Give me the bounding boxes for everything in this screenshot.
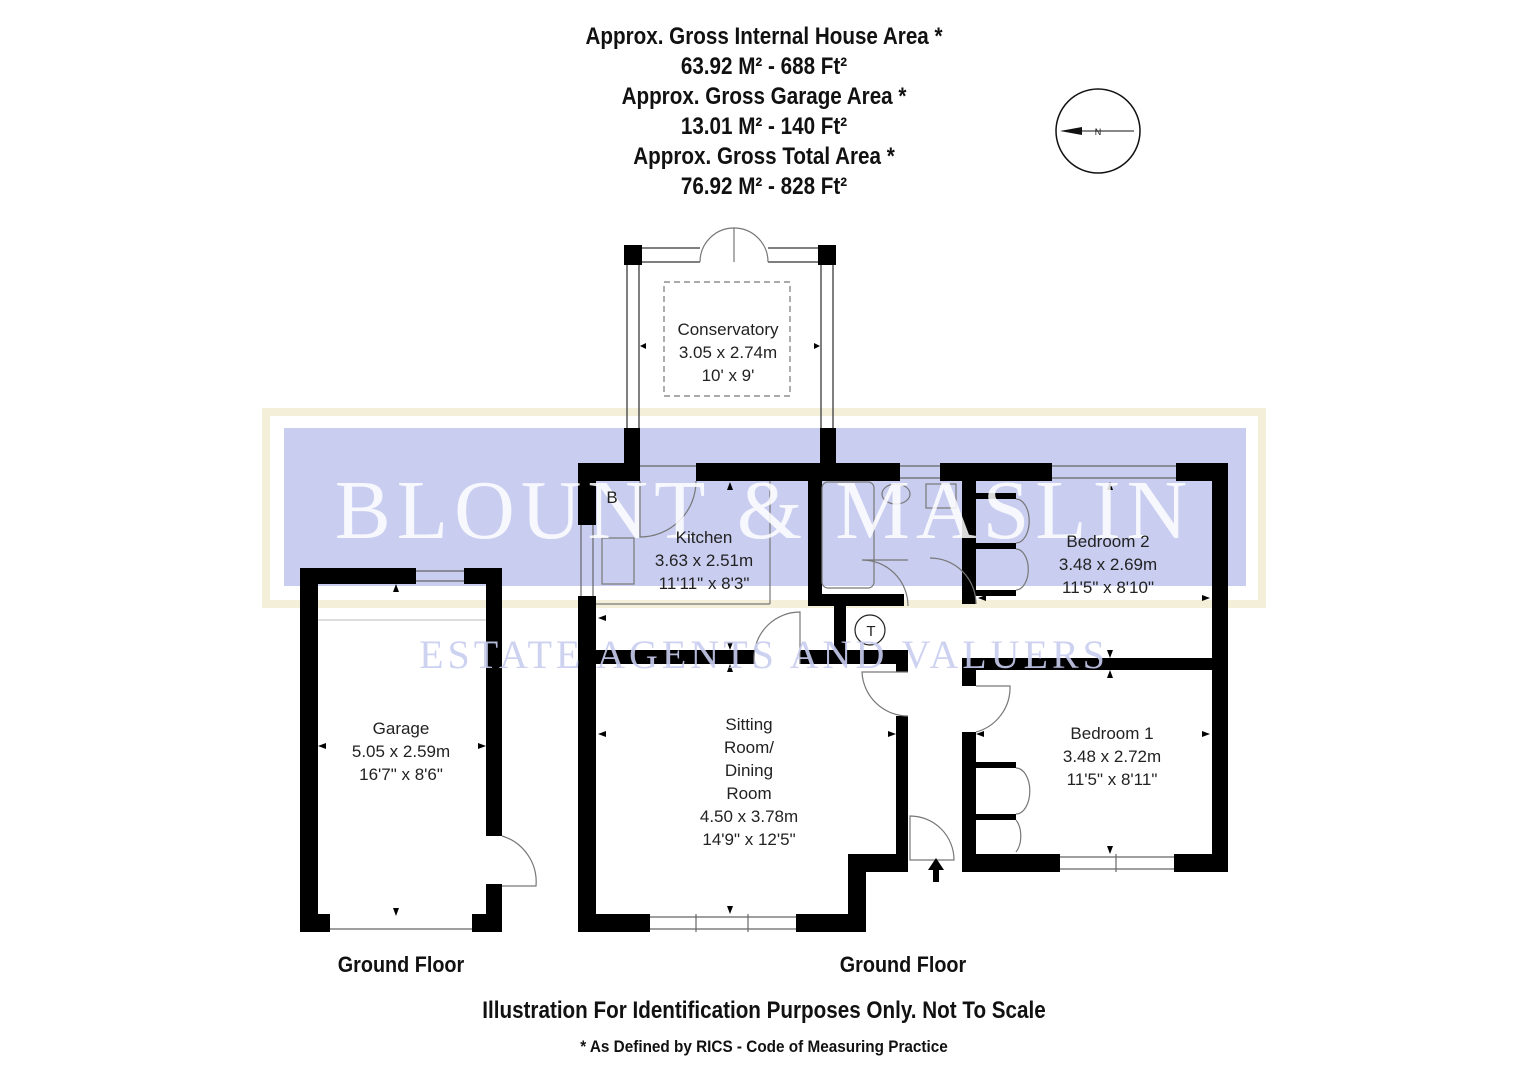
- rics-note: * As Defined by RICS - Code of Measuring…: [580, 1037, 948, 1056]
- entrance-arrow-icon: [928, 858, 944, 882]
- french-door-right: [733, 227, 769, 263]
- room-imperial: 16'7" x 8'6": [359, 765, 443, 784]
- house-area-value: 63.92 M² - 688 Ft²: [680, 53, 848, 80]
- room-name-line1: Sitting: [725, 715, 773, 734]
- sitting-room-label: Sitting Room/ Dining Room 4.50 x 3.78m 1…: [700, 713, 798, 851]
- dimension-arrows: [318, 343, 1210, 916]
- doors-and-fixtures: [596, 480, 1031, 861]
- watermark-brand: BLOUNT & MASLIN: [335, 464, 1193, 557]
- watermark: [262, 408, 1266, 608]
- garage-side-door: [501, 835, 537, 887]
- roof-outline: [663, 281, 791, 397]
- room-name-line4: Room: [726, 784, 772, 803]
- watermark-panel: [284, 428, 1246, 586]
- boiler-marker: B: [606, 488, 618, 507]
- total-area-value: 76.92 M² - 828 Ft²: [680, 173, 848, 200]
- garage-area-value: 13.01 M² - 140 Ft²: [680, 113, 848, 140]
- total-area-title: Approx. Gross Total Area *: [633, 143, 895, 170]
- room-name: Bedroom 1: [1070, 724, 1154, 743]
- toilet-icon: [925, 483, 957, 509]
- garage-floor-label: Ground Floor: [337, 952, 465, 977]
- front-door: [909, 815, 955, 861]
- sink-icon: [601, 537, 635, 585]
- room-imperial: 14'9" x 12'5": [702, 830, 796, 849]
- wardrobe-doors-1: [1015, 767, 1031, 853]
- house-walls: [578, 463, 1228, 932]
- room-name: Kitchen: [675, 528, 733, 547]
- tank-marker: T: [866, 623, 876, 640]
- garage: [300, 568, 537, 932]
- room-imperial: 11'11" x 8'3": [658, 574, 750, 593]
- wardrobe-doors-2: [1015, 498, 1030, 591]
- room-name: Conservatory: [677, 320, 779, 339]
- bedroom1-door: [975, 685, 1011, 733]
- compass-letter: N: [1095, 127, 1102, 137]
- room-metric: 5.05 x 2.59m: [351, 742, 451, 761]
- room-imperial: 11'5" x 8'10": [1062, 578, 1154, 597]
- french-door-left: [699, 227, 735, 263]
- room-name-line3: Dining: [724, 761, 774, 780]
- watermark-tagline: ESTATE AGENTS AND VALUERS: [419, 632, 1109, 677]
- basin-icon: [881, 483, 911, 505]
- bedroom2-door: [929, 557, 977, 605]
- house-floor-label: Ground Floor: [839, 952, 967, 977]
- room-imperial: 11'5" x 8'11": [1066, 770, 1158, 789]
- garage-area-title: Approx. Gross Garage Area *: [621, 83, 907, 110]
- room-name: Garage: [372, 719, 430, 738]
- windows: [580, 465, 1176, 932]
- house-area-title: Approx. Gross Internal House Area *: [585, 23, 943, 50]
- conservatory-label: Conservatory 3.05 x 2.74m 10' x 9': [677, 318, 778, 387]
- bedroom2-label: Bedroom 2 3.48 x 2.69m 11'5" x 8'10": [1059, 530, 1157, 599]
- tank-icon: [854, 614, 886, 646]
- room-metric: 3.48 x 2.69m: [1058, 555, 1158, 574]
- room-name-line2: Room/: [723, 738, 775, 757]
- disclaimer: Illustration For Identification Purposes…: [482, 997, 1046, 1024]
- bath-icon: [821, 481, 875, 589]
- conservatory: [624, 227, 836, 466]
- room-metric: 3.63 x 2.51m: [654, 551, 754, 570]
- sitting-door: [753, 611, 801, 664]
- room-metric: 3.05 x 2.74m: [678, 343, 778, 362]
- kitchen-label: Kitchen 3.63 x 2.51m 11'11" x 8'3": [655, 526, 753, 595]
- compass-icon: [1055, 88, 1141, 174]
- bathroom-door: [861, 559, 909, 607]
- room-imperial: 10' x 9': [701, 366, 755, 385]
- bedroom1-label: Bedroom 1 3.48 x 2.72m 11'5" x 8'11": [1063, 722, 1161, 791]
- room-metric: 4.50 x 3.78m: [699, 807, 799, 826]
- room-name: Bedroom 2: [1066, 532, 1150, 551]
- garage-label: Garage 5.05 x 2.59m 16'7" x 8'6": [352, 717, 450, 786]
- hall-door: [861, 671, 909, 717]
- kitchen-door: [639, 480, 697, 538]
- room-metric: 3.48 x 2.72m: [1062, 747, 1162, 766]
